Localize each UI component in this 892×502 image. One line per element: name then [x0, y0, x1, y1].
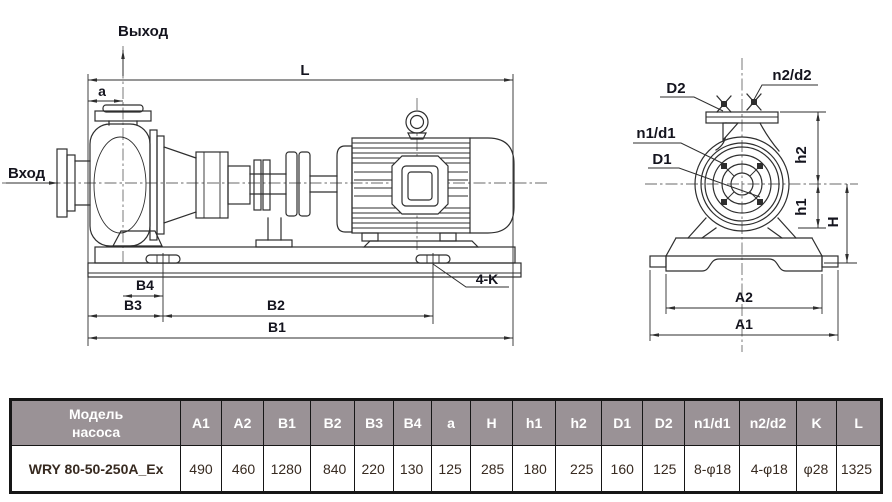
- value-cell: 225: [554, 445, 603, 493]
- bolt-mark: [757, 163, 763, 169]
- column-header: h1: [512, 399, 556, 446]
- shaft-hub: [730, 172, 754, 196]
- bearing-support-foot: [255, 239, 293, 248]
- end-view-casing: [687, 93, 797, 239]
- pump-foot: [112, 230, 163, 247]
- dim-label-B2: B2: [267, 297, 285, 313]
- column-header: h2: [554, 399, 603, 446]
- column-header: A2: [220, 399, 265, 446]
- value-cell: 180: [512, 445, 556, 493]
- value-cell: 160: [601, 445, 643, 493]
- value-cell: 8-φ18: [684, 445, 741, 493]
- terminal-box: [391, 155, 449, 215]
- motor: [336, 110, 515, 248]
- column-header: H: [469, 399, 514, 446]
- dim-label-B1: B1: [268, 319, 286, 335]
- column-header: L: [836, 399, 882, 446]
- dim-label-B3: B3: [124, 297, 142, 313]
- slot-callout-label: 4-K: [476, 271, 499, 287]
- bearing-frame: [163, 146, 338, 248]
- value-cell: 220: [354, 445, 394, 493]
- coupling: [285, 151, 298, 217]
- value-cell: 130: [392, 445, 433, 493]
- dim-label-n2d2: n2/d2: [772, 67, 811, 84]
- side-view-dimensions: L a B4 B3 B2 B1 4-K: [87, 62, 514, 346]
- dim-label-B4: B4: [136, 277, 154, 293]
- value-cell: φ28: [795, 445, 838, 493]
- outlet-label: Выход: [118, 23, 169, 40]
- lifting-eye: [405, 110, 429, 134]
- column-header: B4: [392, 399, 433, 446]
- column-header: D2: [641, 399, 686, 446]
- end-view-callouts: D2 n2/d2 n1/d1 D1: [633, 67, 818, 198]
- column-header: B1: [263, 399, 311, 446]
- column-header: a: [431, 399, 471, 446]
- value-cell: 1280: [263, 445, 311, 493]
- casing-cover: [149, 129, 158, 241]
- end-view-base: [649, 237, 839, 272]
- column-header: B2: [309, 399, 356, 446]
- value-cell: 125: [641, 445, 686, 493]
- value-cell: 125: [431, 445, 471, 493]
- bolt-mark: [757, 199, 763, 205]
- dim-label-H: H: [825, 217, 842, 228]
- dimensional-drawing: Вход Выход L a B4 B3 B2 B1 4-K: [2, 23, 858, 352]
- value-cell: 1325: [836, 445, 882, 493]
- dim-label-L: L: [300, 62, 309, 79]
- value-cell: 840: [309, 445, 356, 493]
- volute: [89, 123, 151, 247]
- discharge-flange: [94, 110, 152, 122]
- end-discharge-flange: [705, 111, 779, 124]
- dim-label-n1d1: n1/d1: [636, 125, 675, 142]
- value-cell: 490: [180, 445, 222, 493]
- column-header: D1: [601, 399, 643, 446]
- dim-label-D1: D1: [652, 151, 671, 168]
- value-cell: 4-φ18: [739, 445, 797, 493]
- end-view-dimensions: h2 h1 H A2 A1: [649, 111, 857, 341]
- end-view: D2 n2/d2 n1/d1 D1 h2 h1 H A2 A1: [633, 58, 858, 352]
- model-column-header: Модель насоса: [9, 399, 182, 446]
- column-header: n2/d2: [739, 399, 797, 446]
- inlet-label: Вход: [8, 165, 46, 182]
- value-cell: 285: [469, 445, 514, 493]
- motor-end-cap: [469, 137, 515, 234]
- side-view: Вход Выход L a B4 B3 B2 B1 4-K: [2, 23, 548, 346]
- pump-casing: [56, 104, 165, 247]
- dim-label-A2: A2: [735, 289, 753, 305]
- dim-label-a: a: [98, 83, 106, 99]
- motor-pedestal: [362, 240, 480, 248]
- value-cell: 460: [220, 445, 265, 493]
- bolt-mark: [721, 199, 727, 205]
- dim-label-D2: D2: [666, 80, 685, 97]
- pump-model-cell: WRY 80-50-250A_Ex: [9, 445, 182, 493]
- column-header: B3: [354, 399, 394, 446]
- dim-label-A1: A1: [735, 316, 753, 332]
- column-header: K: [795, 399, 838, 446]
- column-header: n1/d1: [684, 399, 741, 446]
- dim-label-h2: h2: [793, 146, 810, 164]
- dim-label-h1: h1: [793, 198, 810, 216]
- column-header: A1: [180, 399, 222, 446]
- bolt-mark: [721, 163, 727, 169]
- baseplate: [87, 246, 522, 278]
